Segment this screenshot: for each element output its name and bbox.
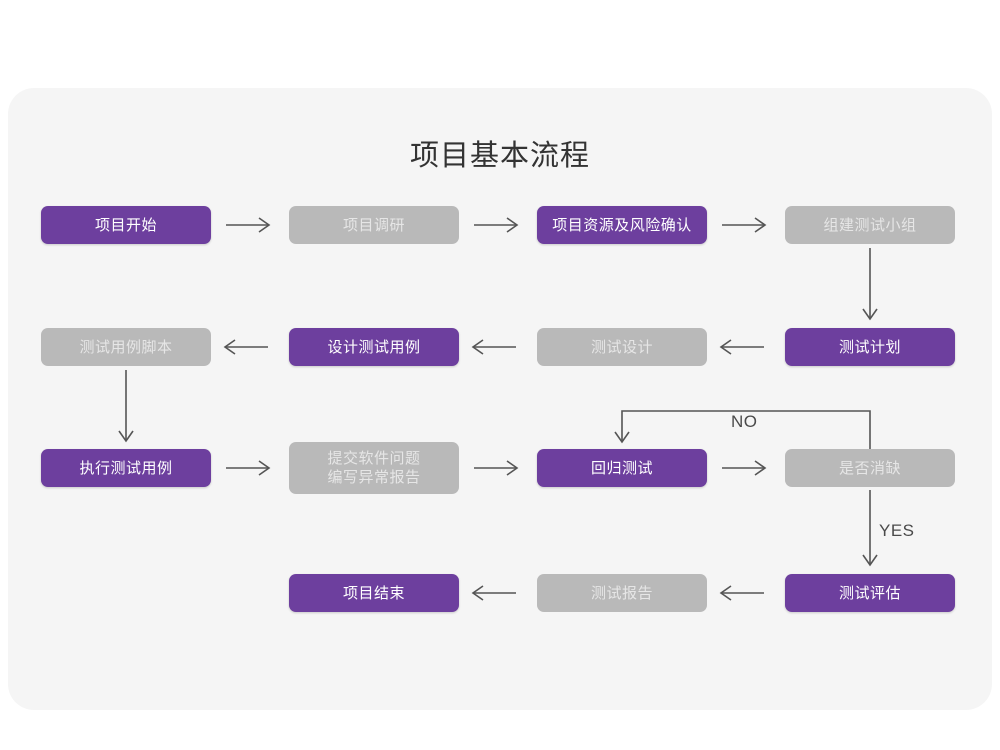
node-project-start[interactable]: 项目开始 xyxy=(41,206,211,244)
edge-label-yes: YES xyxy=(879,521,915,540)
node-test-evaluation[interactable]: 测试评估 xyxy=(785,574,955,612)
node-test-plan[interactable]: 测试计划 xyxy=(785,328,955,366)
edge-label-no: NO xyxy=(731,412,758,431)
node-test-report[interactable]: 测试报告 xyxy=(537,574,707,612)
node-submit-issue-report[interactable]: 提交软件问题 编写异常报告 xyxy=(289,442,459,494)
node-regression-test[interactable]: 回归测试 xyxy=(537,449,707,487)
page-title: 项目基本流程 xyxy=(409,140,590,172)
flowchart-panel xyxy=(8,88,992,710)
node-defect-cleared-decision[interactable]: 是否消缺 xyxy=(785,449,955,487)
node-resource-risk-confirm[interactable]: 项目资源及风险确认 xyxy=(537,206,707,244)
node-execute-testcase[interactable]: 执行测试用例 xyxy=(41,449,211,487)
node-testcase-script[interactable]: 测试用例脚本 xyxy=(41,328,211,366)
node-design-testcase[interactable]: 设计测试用例 xyxy=(289,328,459,366)
node-build-test-team[interactable]: 组建测试小组 xyxy=(785,206,955,244)
node-test-design[interactable]: 测试设计 xyxy=(537,328,707,366)
node-project-end[interactable]: 项目结束 xyxy=(289,574,459,612)
node-project-research[interactable]: 项目调研 xyxy=(289,206,459,244)
